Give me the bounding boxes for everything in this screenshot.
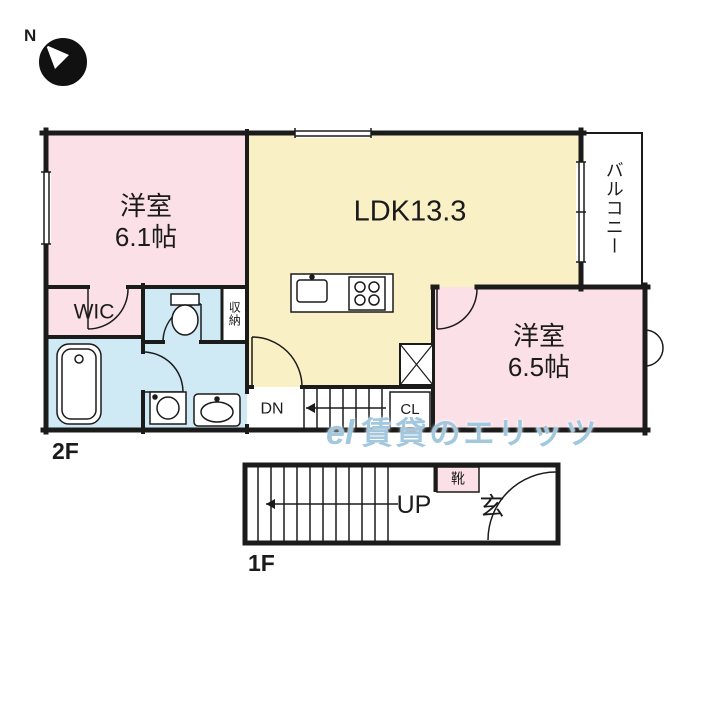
balcony-outline — [584, 132, 643, 287]
room65-door-arc — [436, 288, 478, 330]
compass-icon — [39, 38, 87, 86]
window-marks — [41, 128, 586, 263]
closet-box — [389, 391, 431, 429]
ldk-label: LDK13.3 — [353, 195, 467, 228]
washer-pan-icon — [149, 391, 187, 425]
stairs-1f — [257, 467, 398, 541]
ldk-door-arc — [251, 336, 303, 388]
kitchen-icon — [290, 273, 394, 313]
watermark-text: 賃貸のエリッツ — [361, 416, 600, 451]
vanity-sink-icon — [193, 393, 241, 427]
floor-1f-label: 1F — [248, 550, 275, 576]
closet-label: CL — [400, 401, 420, 418]
balcony-label: バルコニー — [603, 160, 624, 256]
shoe-box-label: 靴 — [451, 470, 465, 487]
room-6-5-size: 6.5帖 — [507, 352, 571, 382]
stairs-down-label: DN — [260, 400, 284, 418]
stairs-2f — [303, 389, 386, 429]
room65-wall-arc — [644, 329, 664, 367]
wic-door-arc — [87, 288, 129, 330]
floor-2f-label: 2F — [52, 438, 79, 464]
shoe-box — [436, 466, 480, 493]
entrance-door-arc — [487, 471, 557, 541]
room-6-1-label: 洋室 6.1帖 — [115, 191, 177, 253]
stairs-up-label: UP — [396, 491, 432, 519]
door-arcs — [87, 288, 664, 393]
bathtub-icon — [56, 343, 102, 425]
wic-label: WIC — [73, 300, 115, 324]
pipe-shaft-icon — [399, 343, 434, 386]
storage-label: 収納 — [227, 301, 242, 327]
compass-north-label: N — [24, 26, 37, 45]
room-6-1-name: 洋室 — [119, 190, 172, 221]
entrance-label: 玄 — [479, 493, 505, 521]
room-6-1-size: 6.1帖 — [114, 222, 178, 252]
watermark-logo: el — [326, 414, 355, 452]
toilet-icon — [170, 293, 200, 336]
room-6-5-label: 洋室 6.5帖 — [508, 321, 570, 383]
room-6-5-name: 洋室 — [512, 320, 565, 351]
